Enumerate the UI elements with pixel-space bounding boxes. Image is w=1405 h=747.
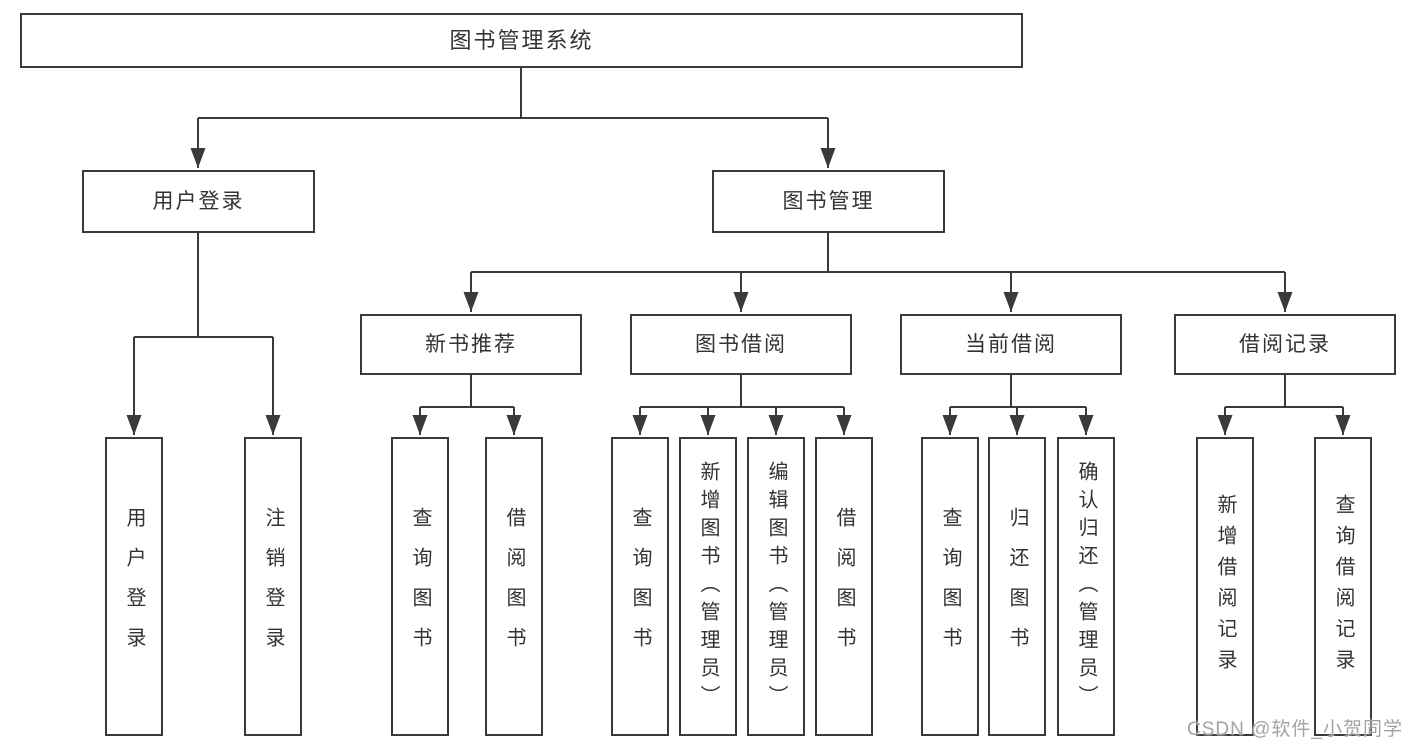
node-library-management-system: 图书管理系统 [20, 13, 1023, 68]
leaf-borrow-edit-book-admin: 编辑图书（管理员） [747, 437, 805, 736]
node-new-book-recommend: 新书推荐 [360, 314, 582, 375]
edge-arrows [126, 118, 1351, 435]
leaf-logout: 注销登录 [244, 437, 302, 736]
node-book-management: 图书管理 [712, 170, 945, 233]
leaf-current-return-book: 归还图书 [988, 437, 1046, 736]
leaf-current-confirm-return-admin: 确认归还（管理员） [1057, 437, 1115, 736]
leaf-user-login: 用户登录 [105, 437, 163, 736]
leaf-current-query-book: 查询图书 [921, 437, 979, 736]
node-current-borrow: 当前借阅 [900, 314, 1122, 375]
leaf-record-query-record: 查询借阅记录 [1314, 437, 1372, 736]
leaf-record-add-record: 新增借阅记录 [1196, 437, 1254, 736]
csdn-watermark: CSDN @软件_小贺同学 [1187, 719, 1403, 740]
edge-trunks [134, 68, 1343, 408]
leaf-newrec-borrow-book: 借阅图书 [485, 437, 543, 736]
node-book-borrow: 图书借阅 [630, 314, 852, 375]
node-user-login: 用户登录 [82, 170, 315, 233]
node-borrow-record: 借阅记录 [1174, 314, 1396, 375]
leaf-newrec-query-book: 查询图书 [391, 437, 449, 736]
leaf-borrow-add-book-admin: 新增图书（管理员） [679, 437, 737, 736]
leaf-borrow-borrow-book: 借阅图书 [815, 437, 873, 736]
leaf-borrow-query-book: 查询图书 [611, 437, 669, 736]
